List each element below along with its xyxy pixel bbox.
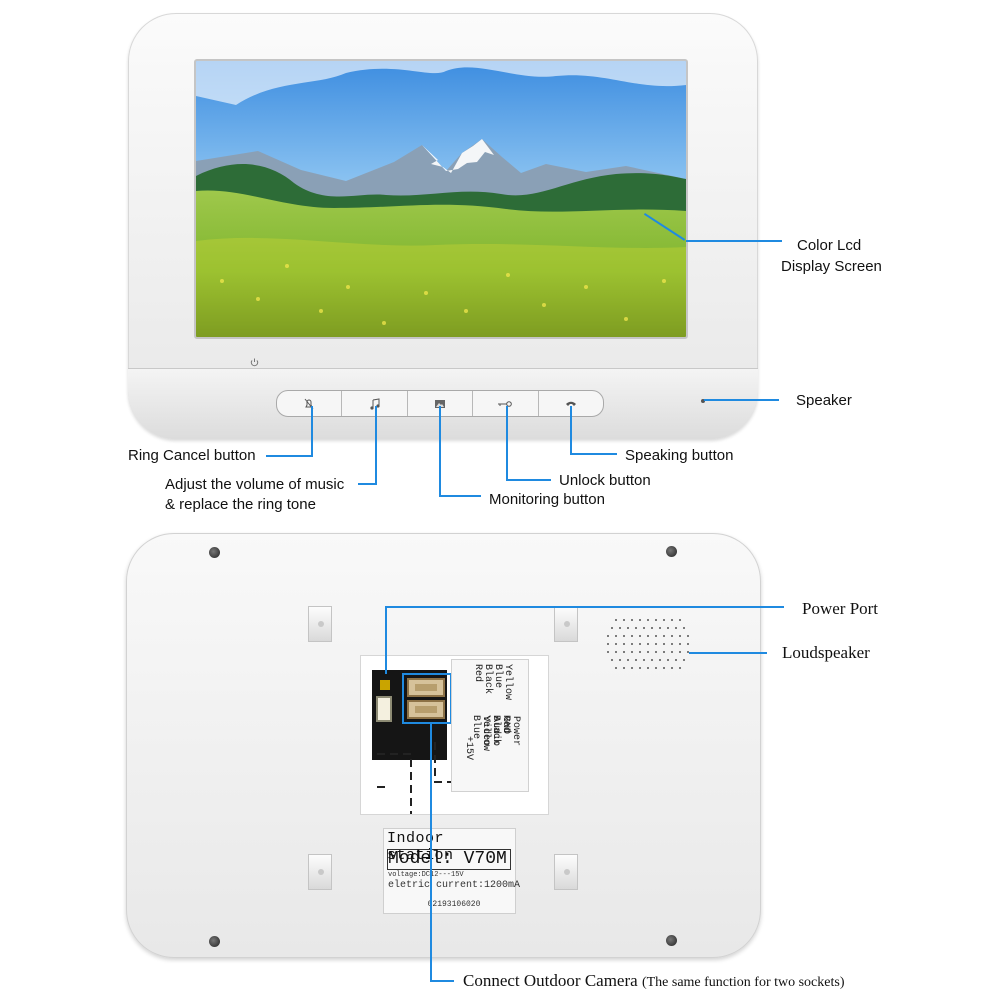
power-port-label: Power Port <box>802 599 879 618</box>
loudspeaker-callout-line <box>689 652 767 654</box>
meadow-flowers <box>220 264 666 325</box>
station-label-voltage: voltage:DC12---15V <box>388 871 464 879</box>
monitoring-button[interactable] <box>408 391 474 416</box>
wiring-paper-label: Yellow Blue Black Red Red Black Yellow B… <box>451 659 529 792</box>
station-label-current: eletric current:1200mA <box>388 880 521 891</box>
color-lcd-label-line2: Display Screen <box>781 258 882 275</box>
screw-top-left <box>209 547 220 558</box>
screw-bottom-right <box>666 935 677 946</box>
speaking-label: Speaking button <box>625 447 734 464</box>
speaker-callout-line <box>704 399 779 401</box>
mount-slot-bottom-right <box>554 854 578 890</box>
camera-socket-1 <box>407 678 445 697</box>
wiring-label-voltage: +15V <box>463 736 474 761</box>
ring-cancel-button[interactable] <box>277 391 343 416</box>
volume-callout-horizontal <box>358 483 377 485</box>
volume-label-line2: & replace the ring tone <box>165 496 316 513</box>
power-icon <box>250 354 259 372</box>
key-icon <box>498 400 513 407</box>
mount-slot-top-left <box>308 606 332 642</box>
ring-cancel-label: Ring Cancel button <box>128 447 256 464</box>
speaking-button[interactable] <box>539 391 603 416</box>
screw-bottom-left <box>209 936 220 947</box>
meadow <box>196 190 686 337</box>
connect-outdoor-camera-note: (The same function for two sockets) <box>641 975 845 990</box>
loudspeaker-label: Loudspeaker <box>782 643 870 662</box>
camera-callout-vertical <box>430 724 432 982</box>
music-volume-button[interactable] <box>342 391 408 416</box>
ring-cancel-callout-vertical <box>311 406 313 457</box>
camera-socket-2 <box>407 700 445 719</box>
unlock-label: Unlock button <box>559 472 651 489</box>
station-label-title: Indoor station <box>387 830 454 864</box>
monitoring-callout-horizontal <box>439 495 481 497</box>
snow-peaks <box>422 139 494 173</box>
landscape-image <box>196 61 686 337</box>
camera-callout-horizontal <box>430 980 454 982</box>
speaker-label: Speaker <box>796 392 852 409</box>
power-port-socket <box>376 696 392 722</box>
camera-sockets-highlight <box>402 673 452 724</box>
power-port-callout-vertical <box>385 606 387 674</box>
handset-icon <box>565 401 576 406</box>
volume-label-line1: Adjust the volume of music <box>165 476 345 493</box>
speaker-hole <box>701 399 705 403</box>
speaking-callout-horizontal <box>570 453 617 455</box>
flower-field <box>196 237 686 337</box>
mount-slot-top-right <box>554 606 578 642</box>
volume-callout-vertical <box>375 406 377 485</box>
unlock-callout-vertical <box>506 406 508 481</box>
station-serial-number: 02193106020 <box>427 900 481 909</box>
bell-off-icon <box>304 398 314 409</box>
screw-top-right <box>666 546 677 557</box>
loudspeaker-grille <box>607 619 689 669</box>
indoor-station-label: Indoor station Model: V70M voltage:DC12-… <box>383 828 520 914</box>
color-lcd-label-line1: Color Lcd <box>797 237 862 254</box>
speaking-callout-vertical <box>570 406 572 455</box>
connect-outdoor-camera-label: Connect Outdoor Camera (The same functio… <box>463 970 845 993</box>
color-lcd-display-screen <box>194 59 688 339</box>
lcd-callout-line <box>686 240 782 242</box>
station-label-model: Model: V70M <box>387 849 511 870</box>
board-outline <box>377 742 472 814</box>
ring-cancel-callout-horizontal <box>266 455 313 457</box>
connect-outdoor-camera-text: Connect Outdoor Camera <box>463 971 638 990</box>
power-port-callout-horizontal <box>385 606 784 608</box>
mount-slot-bottom-left <box>308 854 332 890</box>
wiring-label-column-3: Power GND Audio Video <box>480 716 521 747</box>
monitor-icon <box>435 399 446 408</box>
unlock-button[interactable] <box>473 391 539 416</box>
music-note-icon <box>370 397 380 410</box>
clouds <box>196 61 686 105</box>
wiring-label-column-1: Yellow Blue Black Red <box>472 664 513 701</box>
monitoring-label: Monitoring button <box>489 491 605 508</box>
unlock-callout-horizontal <box>506 479 551 481</box>
monitoring-callout-vertical <box>439 406 441 497</box>
